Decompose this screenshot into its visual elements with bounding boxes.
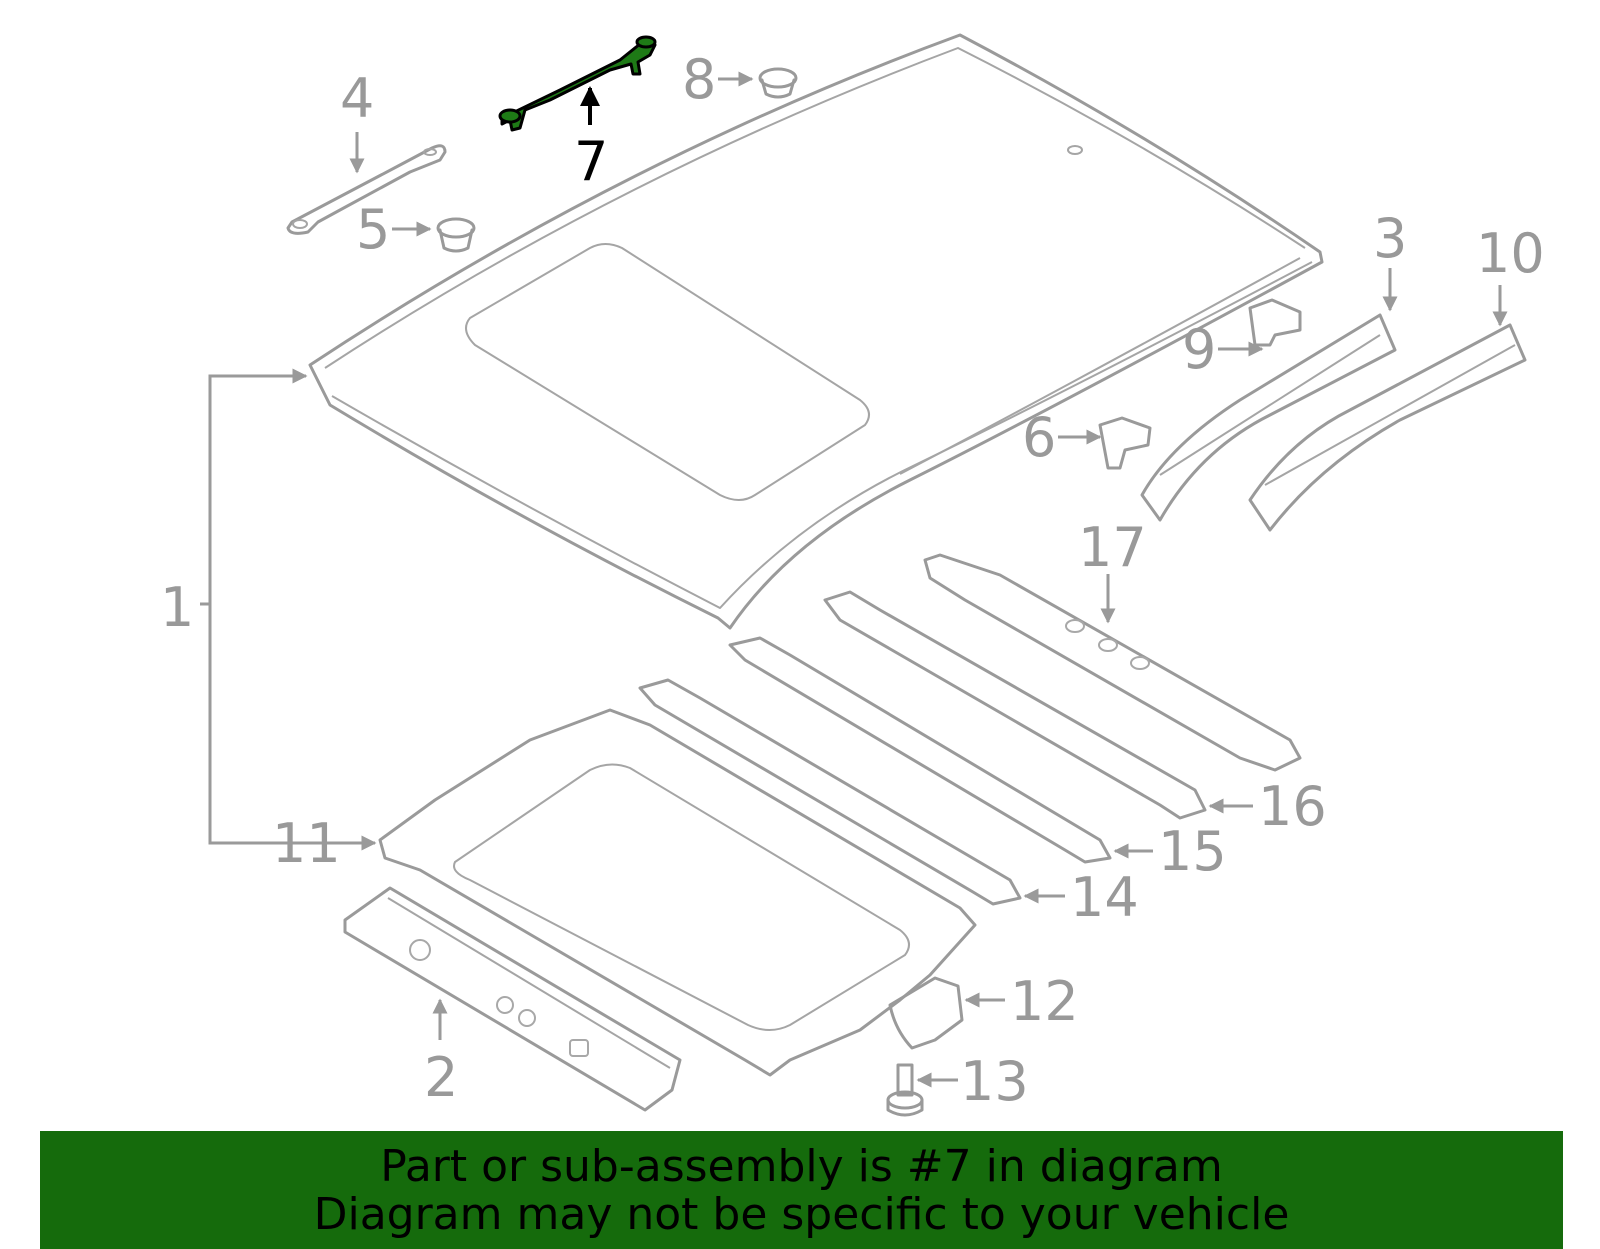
callout-9: 9 — [1182, 318, 1216, 381]
callout-3: 3 — [1373, 207, 1407, 270]
rail-part-10 — [1248, 285, 1527, 532]
callout-1-bracket — [200, 368, 370, 845]
bow-part-16 — [823, 590, 1253, 820]
callout-6: 6 — [1022, 406, 1056, 469]
roof-bracket-highlighted[interactable] — [498, 35, 657, 132]
callout-16: 16 — [1258, 775, 1327, 838]
bracket-part-6 — [1058, 416, 1152, 470]
info-banner: Part or sub-assembly is #7 in diagram Di… — [40, 1131, 1563, 1249]
grommet-part-8 — [718, 67, 798, 99]
callout-4: 4 — [340, 67, 374, 130]
bracket-part-9 — [1218, 298, 1302, 357]
grommet-part-5 — [392, 217, 476, 253]
front-header-part-2 — [343, 886, 682, 1112]
roof-frame-part-11 — [334, 708, 977, 1077]
callout-1: 1 — [160, 576, 194, 639]
bolt-part-13 — [886, 1063, 958, 1117]
gusset-part-12 — [888, 976, 1005, 1050]
callout-15: 15 — [1158, 820, 1227, 883]
callout-11: 11 — [272, 812, 341, 875]
rail-part-3 — [1140, 268, 1398, 522]
bracket-part-4 — [286, 132, 447, 235]
callout-10: 10 — [1476, 222, 1545, 285]
roof-panel — [308, 33, 1324, 630]
banner-line-2: Diagram may not be specific to your vehi… — [313, 1189, 1290, 1240]
callout-5: 5 — [356, 198, 390, 261]
callout-8: 8 — [682, 48, 716, 111]
callout-2: 2 — [424, 1046, 458, 1109]
bow-part-15 — [728, 636, 1153, 864]
banner-line-1: Part or sub-assembly is #7 in diagram — [380, 1141, 1223, 1192]
callout-17: 17 — [1078, 516, 1147, 579]
bow-part-14 — [638, 678, 1065, 906]
callout-13: 13 — [960, 1050, 1029, 1113]
callout-7: 7 — [574, 130, 608, 193]
callout-14: 14 — [1070, 866, 1139, 929]
callout-labels: 1 2 3 4 5 6 7 8 9 10 11 12 13 14 15 16 1… — [160, 48, 1545, 1113]
callout-12: 12 — [1010, 970, 1079, 1033]
bow-part-17 — [923, 553, 1302, 772]
